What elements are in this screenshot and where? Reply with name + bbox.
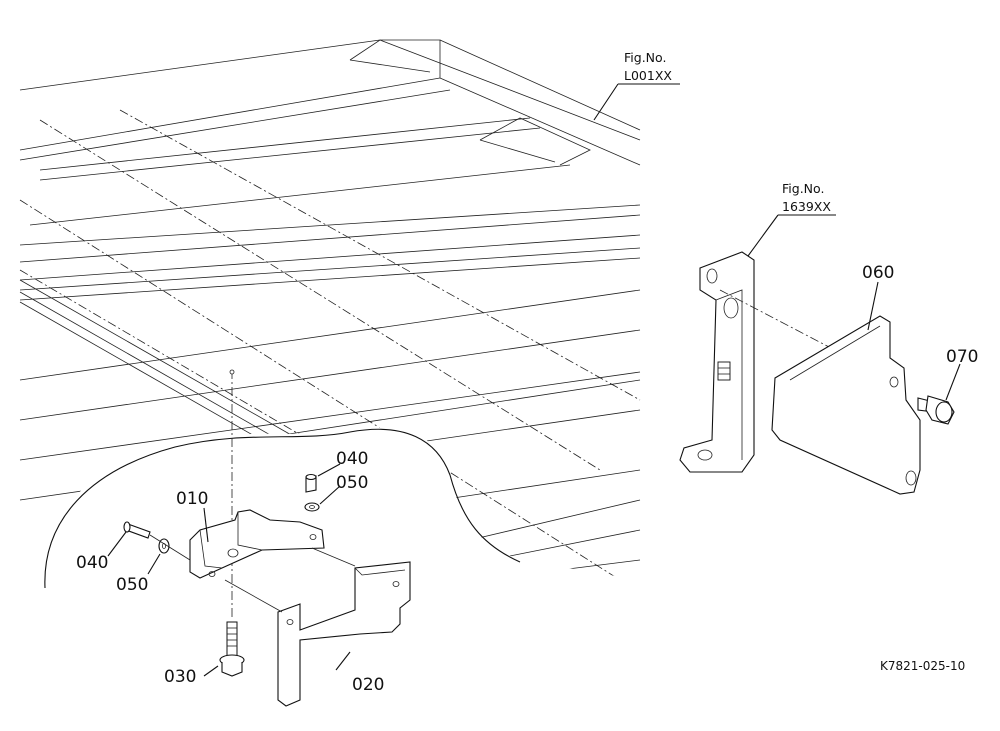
label-010: 010 xyxy=(176,489,208,509)
callout-leaders xyxy=(107,281,961,677)
label-030: 030 xyxy=(164,667,196,687)
figure-ref-upper-line1: Fig.No. xyxy=(624,50,666,65)
part-050-washer-top[interactable] xyxy=(304,502,320,512)
figure-ref-right-line1: Fig.No. xyxy=(782,181,824,196)
drawing-code: K7821-025-10 xyxy=(880,659,965,673)
part-030-bolt[interactable] xyxy=(219,621,245,677)
label-040-top: 040 xyxy=(336,449,368,469)
part-020-plate[interactable] xyxy=(277,561,411,707)
label-020: 020 xyxy=(352,675,384,695)
figure-ref-right[interactable]: Fig.No. 1639XX xyxy=(747,181,836,257)
label-050-left: 050 xyxy=(116,575,148,595)
figure-ref-right-line2: 1639XX xyxy=(782,199,831,214)
part-070-bolt[interactable] xyxy=(917,395,955,425)
label-040-left: 040 xyxy=(76,553,108,573)
figure-ref-upper[interactable]: Fig.No. L001XX xyxy=(593,50,680,121)
label-070: 070 xyxy=(946,347,978,367)
part-060-cover-plate[interactable] xyxy=(771,315,921,495)
part-040-screw-top[interactable] xyxy=(305,473,317,493)
label-050-top: 050 xyxy=(336,473,368,493)
figure-ref-upper-line2: L001XX xyxy=(624,68,672,83)
part-010-bracket[interactable] xyxy=(189,509,325,579)
right-side-bracket[interactable] xyxy=(679,251,755,473)
label-060: 060 xyxy=(862,263,894,283)
part-040-screw-left[interactable] xyxy=(123,521,151,539)
detail-cutout xyxy=(40,427,640,726)
detail-cutout-edge xyxy=(44,428,521,589)
